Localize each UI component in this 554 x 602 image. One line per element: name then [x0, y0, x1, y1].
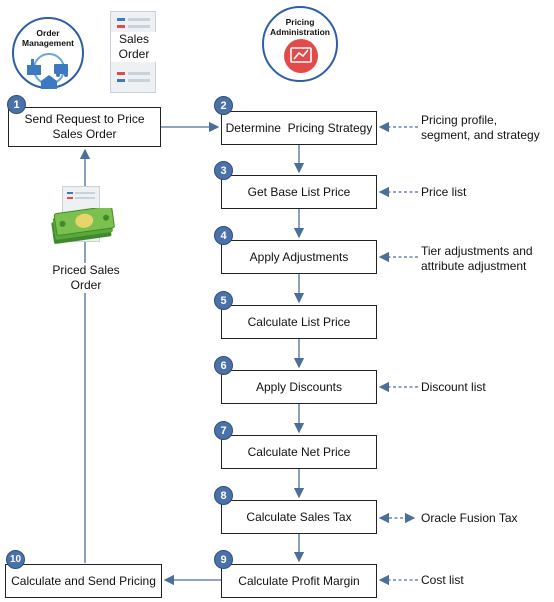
- step-2-label: Determine Pricing Strategy: [225, 120, 373, 135]
- step-5-number: 5: [214, 291, 233, 310]
- step-10-number: 10: [6, 550, 25, 569]
- step-3-box: Get Base List Price: [221, 175, 377, 209]
- step-8-number: 8: [214, 486, 233, 505]
- step-3-label: Get Base List Price: [247, 184, 351, 199]
- discount-list-input: Discount list: [421, 380, 486, 394]
- pricing-administration-circle: Pricing Administration: [262, 6, 338, 82]
- order-management-title: Order Management: [22, 28, 74, 48]
- price-list-input: Price list: [421, 185, 467, 199]
- order-management-icon: [27, 53, 68, 89]
- priced-sales-order-icon: [48, 186, 123, 258]
- step-5-label: Calculate List Price: [247, 314, 351, 329]
- pricing-administration-title: Pricing Administration: [270, 17, 330, 37]
- step-1-number: 1: [7, 95, 26, 114]
- step-8-label: Calculate Sales Tax: [246, 509, 352, 524]
- step-7-number: 7: [214, 421, 233, 440]
- step-7-box: Calculate Net Price: [221, 435, 377, 469]
- step-4-label: Apply Adjustments: [249, 249, 349, 264]
- step-9-label: Calculate Profit Margin: [238, 573, 360, 588]
- step-3-number: 3: [214, 161, 233, 180]
- step-6-number: 6: [214, 356, 233, 375]
- sales-order-document: Sales Order: [110, 11, 157, 93]
- step-10-label: Calculate and Send Pricing: [11, 573, 156, 588]
- step-2-number: 2: [214, 96, 233, 115]
- order-management-circle: Order Management: [12, 17, 84, 89]
- step-6-box: Apply Discounts: [221, 370, 377, 404]
- step-9-number: 9: [214, 550, 233, 569]
- step-8-box: Calculate Sales Tax: [221, 500, 377, 534]
- step-5-box: Calculate List Price: [221, 305, 377, 339]
- sales-order-label: Sales Order: [111, 32, 157, 62]
- step-7-label: Calculate Net Price: [247, 444, 351, 459]
- step-2-box: Determine Pricing Strategy: [221, 111, 377, 145]
- tier-adjustments-input: Tier adjustments and attribute adjustmen…: [421, 244, 533, 273]
- oracle-fusion-tax-input: Oracle Fusion Tax: [421, 511, 518, 525]
- step-4-number: 4: [214, 226, 233, 245]
- step-6-label: Apply Discounts: [255, 379, 343, 394]
- step-9-box: Calculate Profit Margin: [221, 564, 377, 598]
- pricing-icon: [284, 39, 318, 73]
- step-10-box: Calculate and Send Pricing: [5, 564, 162, 598]
- step-1-label: Send Request to Price Sales Order: [24, 112, 145, 141]
- step-4-box: Apply Adjustments: [221, 240, 377, 274]
- priced-sales-order-label: Priced Sales Order: [36, 263, 136, 293]
- cost-list-input: Cost list: [421, 573, 464, 587]
- step-1-box: Send Request to Price Sales Order: [8, 107, 161, 147]
- pricing-profile-input: Pricing profile, segment, and strategy: [421, 113, 540, 142]
